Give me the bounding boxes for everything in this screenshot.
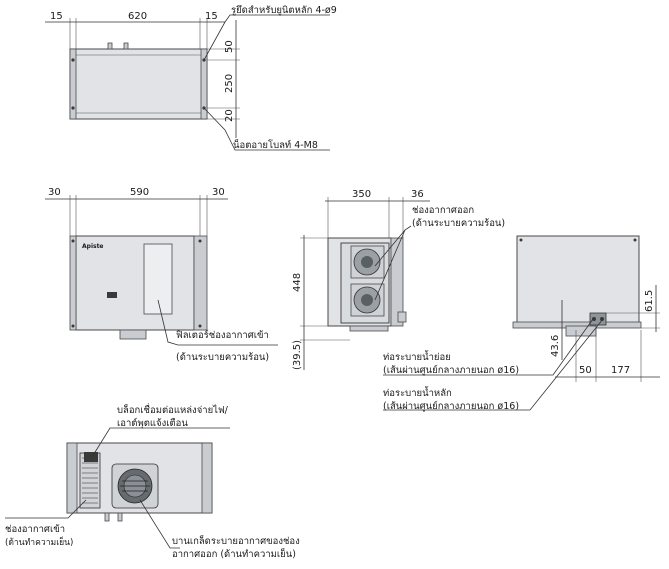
dim-side-36: 36: [411, 189, 424, 200]
terminal-block: [84, 452, 98, 462]
dim-top-left: 15: [50, 11, 63, 22]
label-louver-1: บานเกล็ดระบายอากาศของช่อง: [172, 534, 300, 547]
top-view-body: [69, 48, 208, 120]
front-view-body: [75, 235, 195, 331]
nameplate: [107, 292, 117, 298]
dim-top-width: 620: [128, 11, 147, 22]
label-drain-2: (เส้นผ่านศูนย์กลางภายนอก ø16): [383, 364, 519, 376]
dim-rear-43-6: 43.6: [550, 335, 561, 357]
label-terminal-2: เอาต์พุตแจ้งเตือน: [117, 417, 188, 429]
dim-side-50: 50: [224, 40, 235, 53]
top-view: 15 620 15 50 250 20 รูยึดสำหรับยูนิตหลัก…: [45, 5, 337, 151]
air-filter-panel: [143, 243, 173, 315]
label-cold-inlet-1: ช่องอากาศเข้า: [5, 524, 65, 535]
label-air-outlet-1: ช่องอากาศออก: [412, 205, 474, 216]
dim-side-250: 250: [224, 74, 235, 93]
front-view: 30 590 30 Apiste ฟิลเตอร์ช่องอากาศเข้า (…: [45, 187, 278, 363]
label-main-drain-2: (เส้นผ่านศูนย์กลางภายนอก ø16): [383, 400, 519, 412]
dim-front-width: 590: [130, 187, 149, 198]
dim-height-448: 448: [292, 273, 303, 292]
label-cold-inlet-2: (ด้านทำความเย็น): [5, 536, 73, 548]
label-air-filter-1: ฟิลเตอร์ช่องอากาศเข้า: [176, 329, 269, 341]
side-view: 350 36 448 (39.5) ช่องอากาศออก (ด้านระบา…: [292, 189, 505, 370]
bottom-pipe: [119, 329, 147, 340]
dim-side-20: 20: [224, 109, 235, 122]
cooling-side-view: บล็อกเชื่อมต่อแหล่งจ่ายไฟ/ เอาต์พุตแจ้งเ…: [5, 403, 300, 560]
dim-height-39-5: (39.5): [292, 340, 303, 370]
dim-rear-61-5: 61.5: [644, 290, 655, 312]
rear-view-body: [516, 235, 640, 327]
label-drain-1: ท่อระบายน้ำย่อย: [383, 350, 451, 363]
label-main-drain-1: ท่อระบายน้ำหลัก: [383, 386, 452, 399]
label-louver-2: อากาศออก (ด้านทำความเย็น): [172, 547, 296, 560]
rear-view: 61.5 43.6 50 177 ท่อระบายน้ำย่อย (เส้นผ่…: [383, 235, 660, 412]
dim-rear-177: 177: [611, 365, 630, 376]
label-nut-bolt: น็อตอายโบลท์ 4-M8: [233, 138, 318, 151]
dim-top-right: 15: [205, 11, 218, 22]
dim-rear-50: 50: [579, 365, 592, 376]
dim-front-right: 30: [212, 187, 225, 198]
label-terminal-1: บล็อกเชื่อมต่อแหล่งจ่ายไฟ/: [117, 403, 229, 416]
label-air-outlet-2: (ด้านระบายความร้อน): [412, 218, 505, 229]
label-mount-bracket: รูยึดสำหรับยูนิตหลัก 4-ø9: [231, 5, 337, 16]
dim-front-left: 30: [48, 187, 61, 198]
brand-logo: Apiste: [82, 243, 104, 250]
dim-side-depth: 350: [352, 189, 371, 200]
label-air-filter-2: (ด้านระบายความร้อน): [176, 352, 269, 363]
